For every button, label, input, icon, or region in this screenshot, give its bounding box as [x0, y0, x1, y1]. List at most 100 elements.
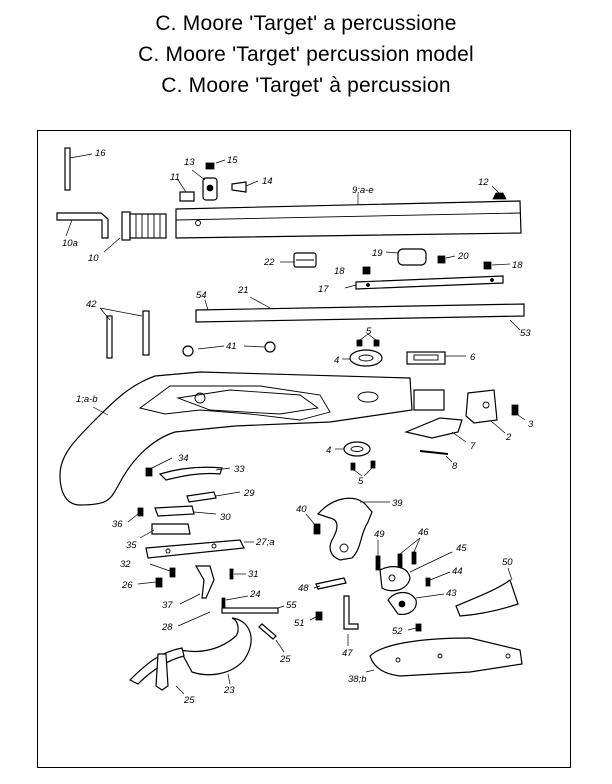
part-18-screw-left — [362, 266, 371, 275]
part-5-screws-bottom — [350, 460, 376, 477]
label-7: 7 — [470, 441, 476, 452]
part-43-tumbler — [387, 591, 445, 615]
part-39-hammer — [316, 497, 390, 561]
label-3: 3 — [528, 419, 534, 430]
part-36-screw — [127, 507, 144, 523]
label-5-top: 5 — [366, 326, 372, 337]
part-7-wedge — [404, 417, 467, 443]
label-21: 21 — [237, 285, 249, 296]
label-51: 51 — [294, 618, 305, 629]
part-23-trigger-guard — [128, 617, 252, 685]
label-14: 14 — [262, 176, 273, 187]
title-italian: C. Moore 'Target' a percussione — [155, 12, 457, 35]
part-42-screws — [99, 307, 150, 359]
part-28-screw — [177, 611, 211, 627]
part-15-screw — [205, 159, 226, 170]
part-44-pin — [425, 571, 451, 587]
part-13-nipple-bolster — [191, 169, 218, 201]
part-4-escutcheon-top — [342, 349, 383, 367]
label-25-right: 25 — [279, 654, 291, 665]
label-16: 16 — [95, 148, 106, 159]
part-27-trigger-plate — [145, 539, 254, 559]
label-22: 22 — [263, 257, 275, 268]
label-52: 52 — [392, 626, 403, 637]
label-5-bottom: 5 — [358, 476, 364, 487]
label-31: 31 — [248, 569, 259, 580]
part-33-spring — [158, 466, 231, 481]
part-17-rib — [344, 275, 504, 290]
label-33: 33 — [234, 464, 245, 475]
label-18-left: 18 — [334, 266, 345, 277]
title-french: C. Moore 'Target' à percussion — [161, 74, 451, 97]
label-13: 13 — [184, 157, 195, 168]
part-41-nuts — [182, 341, 276, 357]
part-10a-breech-hook — [56, 212, 109, 239]
label-24: 24 — [249, 589, 261, 600]
label-32: 32 — [120, 559, 131, 570]
label-2: 2 — [505, 432, 512, 443]
label-20: 20 — [457, 251, 469, 262]
part-24-pin — [221, 595, 249, 609]
label-9: 9;a-e — [352, 185, 374, 196]
label-53: 53 — [520, 328, 531, 339]
part-47-hook — [343, 595, 359, 646]
part-11-rear-sight — [177, 179, 195, 202]
label-41: 41 — [226, 341, 237, 352]
label-48: 48 — [298, 583, 309, 594]
title-block: C. Moore 'Target' a percussione C. Moore… — [0, 8, 612, 101]
part-3-screw — [511, 404, 526, 421]
part-35-plate — [139, 523, 191, 539]
label-36: 36 — [112, 519, 123, 530]
part-29-link — [186, 491, 241, 503]
part-40-screw — [305, 513, 321, 535]
part-8-pin — [419, 450, 453, 463]
label-18-right: 18 — [512, 260, 523, 271]
label-49: 49 — [374, 529, 385, 540]
part-26-screw — [137, 577, 163, 588]
label-4-bottom: 4 — [326, 445, 331, 456]
label-10: 10 — [88, 253, 99, 264]
label-45: 45 — [456, 543, 467, 554]
label-46: 46 — [418, 527, 429, 538]
label-39: 39 — [392, 498, 403, 509]
part-48-lever — [313, 577, 347, 590]
part-55-rod — [221, 605, 285, 614]
part-45-bridle — [379, 551, 453, 592]
part-50-mainspring — [455, 567, 519, 617]
label-27: 27;a — [255, 537, 275, 548]
part-25-screw-right — [258, 623, 285, 653]
part-38-lock-plate — [365, 637, 523, 677]
label-34: 34 — [178, 453, 189, 464]
label-23: 23 — [223, 685, 235, 696]
part-22-block — [280, 252, 317, 268]
label-19: 19 — [372, 248, 383, 259]
label-35: 35 — [126, 540, 137, 551]
label-6: 6 — [470, 352, 476, 363]
part-6-plate — [406, 351, 466, 365]
label-29: 29 — [243, 488, 255, 499]
part-31-pin — [229, 568, 246, 580]
part-37-trigger — [179, 565, 215, 605]
part-52-screw — [407, 623, 422, 632]
label-54: 54 — [196, 290, 207, 301]
label-8: 8 — [452, 461, 458, 472]
label-11: 11 — [170, 172, 180, 183]
label-4-top: 4 — [334, 355, 339, 366]
title-english: C. Moore 'Target' percussion model — [138, 43, 474, 66]
label-25-left: 25 — [183, 695, 195, 706]
label-30: 30 — [220, 512, 231, 523]
label-47: 47 — [342, 648, 353, 659]
part-10-breech-plug — [103, 211, 167, 253]
part-1-stock — [59, 371, 445, 506]
part-21-ramrod — [195, 296, 525, 331]
part-19-ramrod-tip — [385, 248, 427, 266]
label-55: 55 — [286, 600, 297, 611]
part-4-escutcheon-bottom — [335, 441, 371, 457]
part-5-screws-top — [356, 333, 380, 347]
part-34-screw — [145, 457, 173, 477]
part-2-nose-cap — [465, 389, 506, 434]
label-40: 40 — [296, 504, 307, 515]
part-49-screw — [375, 540, 381, 571]
label-37: 37 — [162, 600, 173, 611]
